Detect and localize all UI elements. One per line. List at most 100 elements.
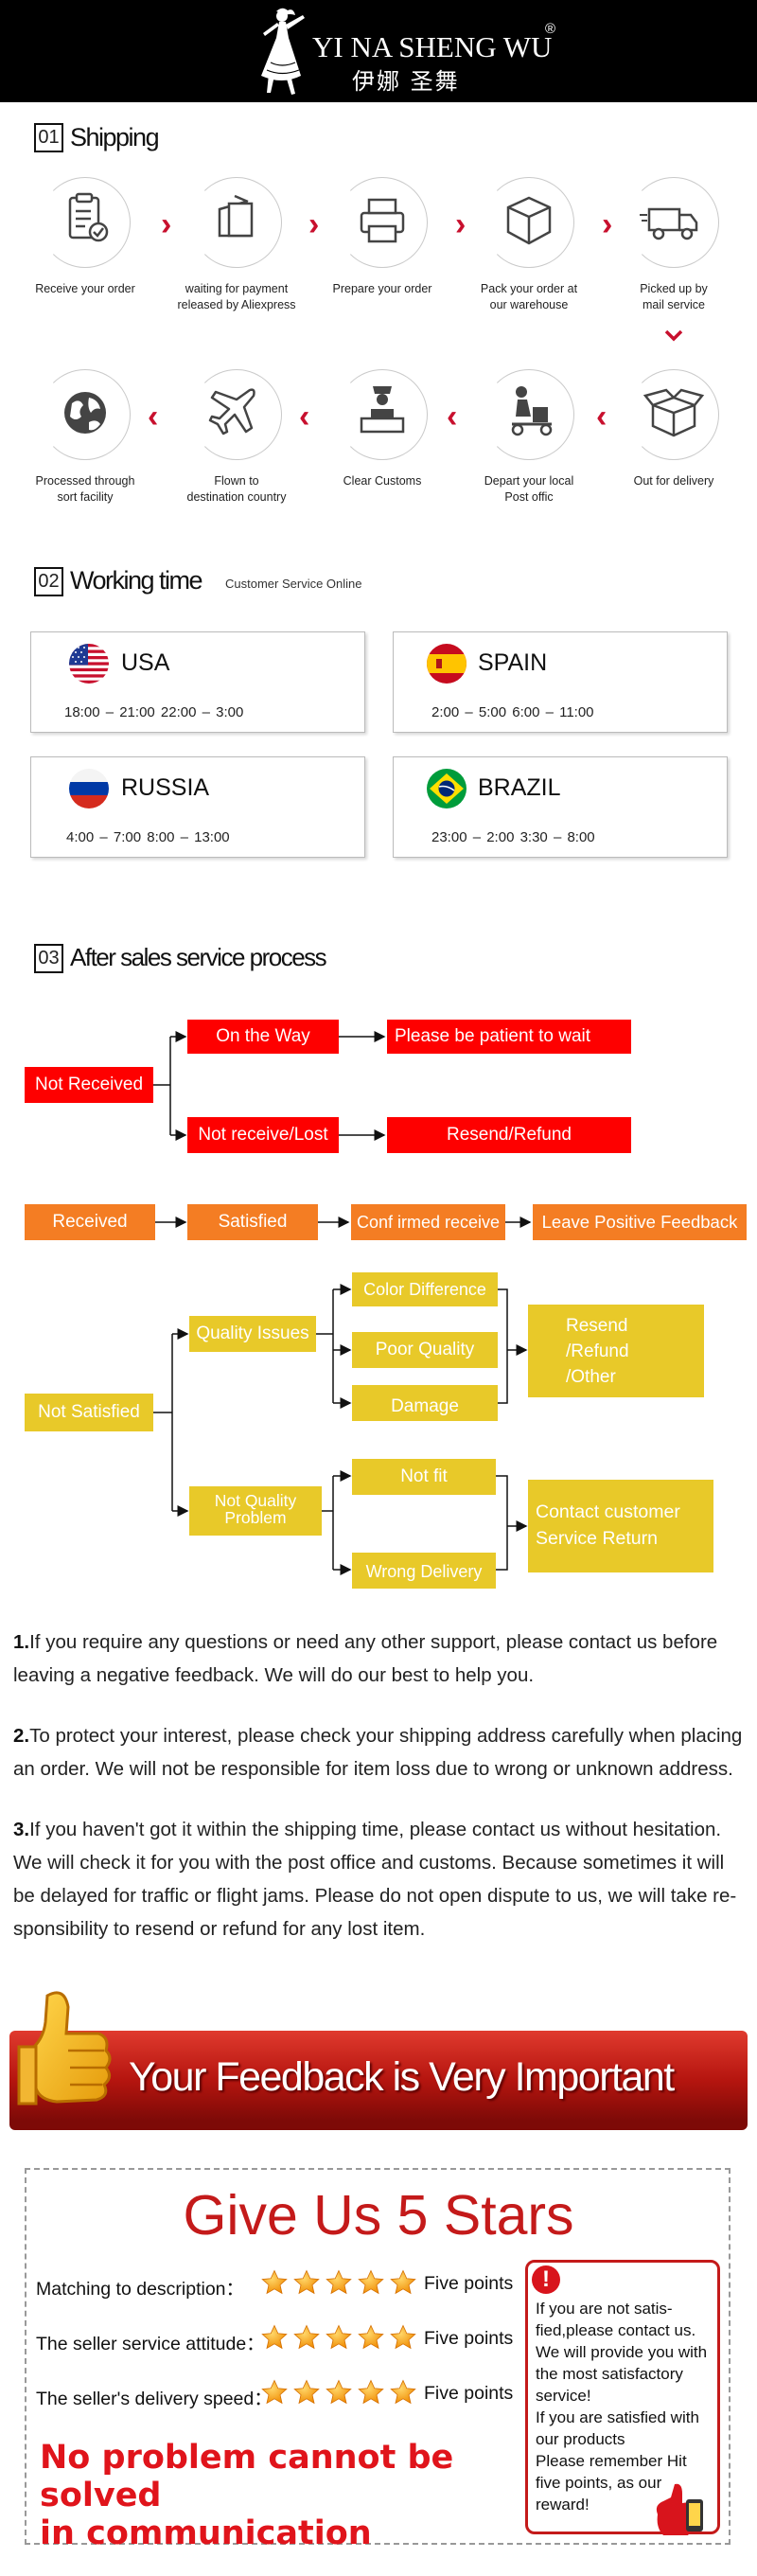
box-not-satisfied: Not Satisfied (25, 1394, 153, 1431)
rating-criterion: The seller service attitude： (36, 2334, 265, 2354)
star-icon (326, 2324, 352, 2351)
country-spain: SPAIN (478, 649, 548, 676)
star-icon (261, 2269, 288, 2296)
box-satisfied: Satisfied (187, 1204, 318, 1240)
communication-slogan: No problem cannot be solved in communica… (40, 2439, 454, 2552)
rating-points: Five points (424, 2273, 514, 2294)
rating-points: Five points (424, 2328, 514, 2349)
star-icon (358, 2269, 384, 2296)
process-connectors (151, 1031, 532, 1575)
hours-spain: 2:00 – 5:00 6:00 – 11:00 (431, 704, 594, 720)
star-icon (358, 2324, 384, 2351)
box-not-receive-lost: Not receive/Lost (187, 1117, 339, 1153)
section-number: 02 (34, 567, 63, 596)
delivery-man-icon (511, 386, 553, 436)
box-poor-quality: Poor Quality (352, 1332, 498, 1368)
hand-phone-icon (656, 2483, 703, 2535)
step-label: Picked up by mail service (640, 282, 708, 311)
give-five-stars-title: Give Us 5 Stars (183, 2184, 574, 2247)
hours-brazil: 23:00 – 2:00 3:30 – 8:00 (431, 829, 595, 845)
step-label: Flown to destination country (186, 474, 287, 504)
spain-flag-icon (427, 644, 467, 684)
chevron-left-icon: ‹ (299, 399, 310, 435)
box-leave-positive-feedback: Leave Positive Feedback (533, 1204, 747, 1240)
feedback-banner (9, 2031, 748, 2130)
note-2: 2.To protect your interest, please check… (13, 1725, 743, 1780)
exclamation-icon: ! (532, 2265, 560, 2294)
chevron-right-icon: › (455, 206, 467, 242)
box-not-fit: Not fit (352, 1459, 496, 1495)
star-icon (293, 2379, 320, 2406)
step-icon-ring (191, 369, 282, 460)
star-icon (390, 2269, 416, 2296)
chevron-left-icon: ‹ (148, 399, 159, 435)
step-label: Pack your order at our warehouse (480, 282, 578, 311)
box-resend-refund: Resend/Refund (387, 1117, 631, 1153)
feedback-banner-text: Your Feedback is Very Important (129, 2054, 675, 2100)
globe-icon (64, 392, 106, 434)
us-flag-icon (69, 644, 109, 684)
box-on-the-way: On the Way (187, 1020, 339, 1054)
star-icon (390, 2324, 416, 2351)
step-label: Clear Customs (343, 474, 422, 488)
clipboard-check-icon (68, 192, 109, 242)
truck-icon (640, 207, 698, 240)
dancer-logo-icon (261, 8, 305, 95)
box-not-received: Not Received (25, 1067, 153, 1103)
step-icon-ring (484, 369, 574, 460)
step-icon-ring (191, 177, 282, 268)
note-1: 1.If you require any questions or need a… (13, 1631, 718, 1686)
brand-header (0, 0, 757, 102)
step-icon-ring (628, 369, 719, 460)
step-label: Depart your local Post offic (484, 474, 574, 504)
step-icon-ring (40, 369, 131, 460)
brazil-flag-icon (427, 769, 467, 808)
step-icon-ring (484, 177, 574, 268)
section-number: 03 (34, 944, 63, 973)
star-icon (293, 2269, 320, 2296)
step-label: waiting for payment released by Aliexpre… (177, 282, 296, 311)
star-icon (261, 2379, 288, 2406)
customer-service-subtitle: Customer Service Online (225, 577, 362, 591)
rating-criterion: The seller's delivery speed： (36, 2389, 273, 2409)
country-russia: RUSSIA (121, 774, 210, 801)
package-icon (506, 196, 552, 245)
contact-note-box (525, 2260, 720, 2534)
star-icon (390, 2379, 416, 2406)
open-box-icon (643, 388, 705, 437)
section-title-shipping: Shipping (70, 123, 160, 151)
registered-mark: ® (545, 21, 556, 37)
wallet-icon (218, 194, 254, 238)
star-icon (326, 2269, 352, 2296)
rating-points: Five points (424, 2383, 514, 2404)
chevron-right-icon: › (308, 206, 320, 242)
rating-criterion: Matching to description： (36, 2279, 245, 2300)
box-quality-issues: Quality Issues (189, 1316, 316, 1352)
box-resend-refund-other: Resend /Refund /Other (528, 1305, 704, 1397)
section-title-working-time: Working time (70, 566, 203, 595)
chevron-left-icon: ‹ (596, 399, 607, 435)
step-label: Prepare your order (332, 282, 432, 295)
step-icon-ring (628, 177, 719, 268)
hours-russia: 4:00 – 7:00 8:00 – 13:00 (66, 829, 230, 845)
box-contact-customer-service: Contact customer Service Return (528, 1480, 713, 1572)
star-icon (261, 2324, 288, 2351)
section-number: 01 (34, 123, 63, 152)
brand-name: YI NA SHENG WU (312, 30, 553, 63)
chevron-down-icon (664, 324, 683, 348)
box-color-difference: Color Difference (352, 1272, 498, 1306)
step-icon-ring (337, 369, 428, 460)
step-icon-ring (337, 177, 428, 268)
section-title-after-sales: After sales service process (70, 943, 327, 971)
box-confirmed-receive: Conf irmed receive (351, 1204, 505, 1240)
box-received: Received (25, 1204, 155, 1240)
airplane-icon (208, 388, 255, 435)
star-icon (326, 2379, 352, 2406)
rating-card (25, 2168, 731, 2545)
hours-usa: 18:00 – 21:00 22:00 – 3:00 (64, 704, 244, 720)
step-label: Out for delivery (633, 474, 714, 488)
chevron-right-icon: › (602, 206, 613, 242)
chevron-left-icon: ‹ (447, 399, 458, 435)
step-label: Receive your order (35, 282, 135, 295)
russia-flag-icon (69, 769, 109, 808)
